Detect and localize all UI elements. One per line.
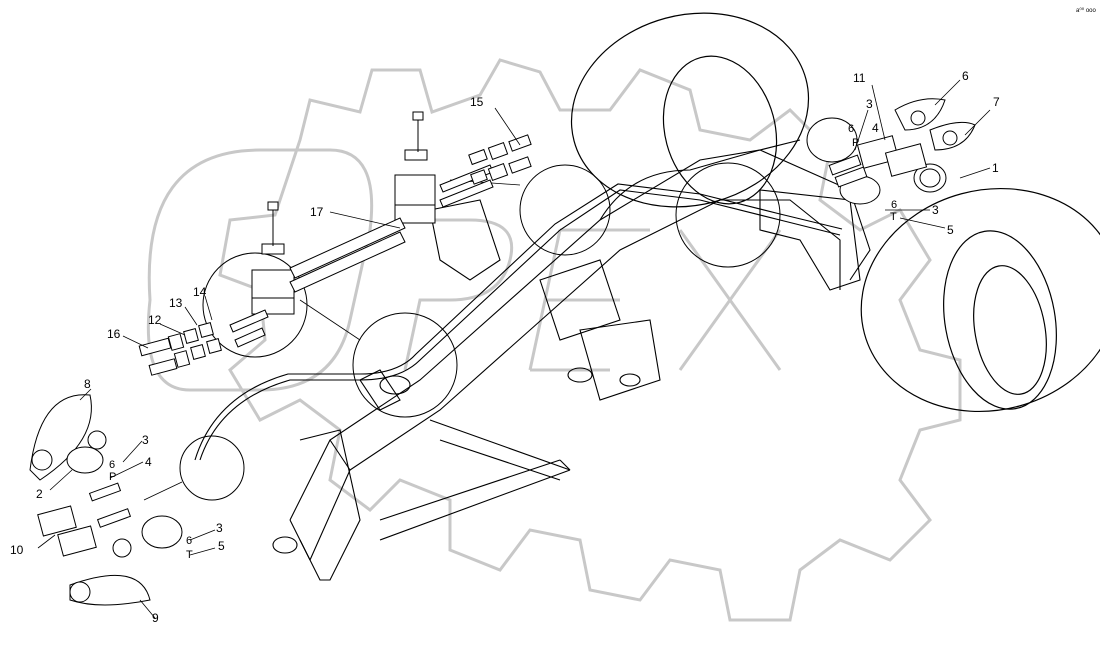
callout-6e: 6 bbox=[186, 535, 192, 547]
callout-3c: 3 bbox=[142, 433, 149, 447]
callout-6c: 6 bbox=[891, 199, 897, 211]
callout-5b: 5 bbox=[218, 539, 225, 553]
callout-4a: 4 bbox=[872, 121, 879, 135]
callout-6a: 6 bbox=[962, 69, 969, 83]
couplers-left bbox=[29, 394, 183, 606]
callout-8: 8 bbox=[84, 377, 91, 391]
callout-3b: 3 bbox=[932, 203, 939, 217]
callout-4b: 4 bbox=[145, 455, 152, 469]
leader-lines bbox=[143, 179, 521, 501]
callout-9: 9 bbox=[152, 611, 159, 625]
callout-labels: 15 17 11 6 7 3 6 P 4 1 6 3 T 5 14 13 12 … bbox=[10, 69, 1000, 625]
callout-13: 13 bbox=[169, 296, 183, 310]
corner-mark: a⁰⁰ ooo bbox=[1076, 7, 1096, 14]
callout-15: 15 bbox=[470, 95, 484, 109]
callout-1: 1 bbox=[992, 161, 999, 175]
callout-2: 2 bbox=[36, 487, 43, 501]
callout-14: 14 bbox=[193, 285, 207, 299]
rear-wheel-lower bbox=[860, 187, 1100, 413]
callout-p-a: P bbox=[852, 137, 859, 149]
callout-p-b: P bbox=[109, 471, 116, 483]
hydraulic-line bbox=[194, 183, 843, 461]
rear-wheel-upper bbox=[570, 12, 810, 208]
fittings-left bbox=[138, 322, 222, 376]
callout-17: 17 bbox=[310, 205, 324, 219]
callout-3d: 3 bbox=[216, 521, 223, 535]
callout-12: 12 bbox=[148, 313, 162, 327]
callout-t-b: T bbox=[186, 549, 193, 561]
fittings-upper bbox=[468, 134, 532, 185]
couplers-right bbox=[806, 98, 976, 205]
detail-circles bbox=[179, 162, 781, 501]
callout-16: 16 bbox=[107, 327, 121, 341]
clamp-assembly-upper bbox=[394, 111, 436, 224]
callout-3a: 3 bbox=[866, 97, 873, 111]
clamp-assembly-middle bbox=[251, 201, 295, 315]
callout-5a: 5 bbox=[947, 223, 954, 237]
callout-6b: 6 bbox=[848, 123, 854, 135]
chassis-frame bbox=[272, 139, 871, 581]
callout-10: 10 bbox=[10, 543, 24, 557]
callout-t-a: T bbox=[890, 211, 897, 223]
callout-6d: 6 bbox=[109, 459, 115, 471]
callout-7: 7 bbox=[993, 95, 1000, 109]
pipes bbox=[229, 164, 494, 348]
callout-11: 11 bbox=[853, 71, 866, 85]
callout-leaders bbox=[37, 79, 991, 619]
